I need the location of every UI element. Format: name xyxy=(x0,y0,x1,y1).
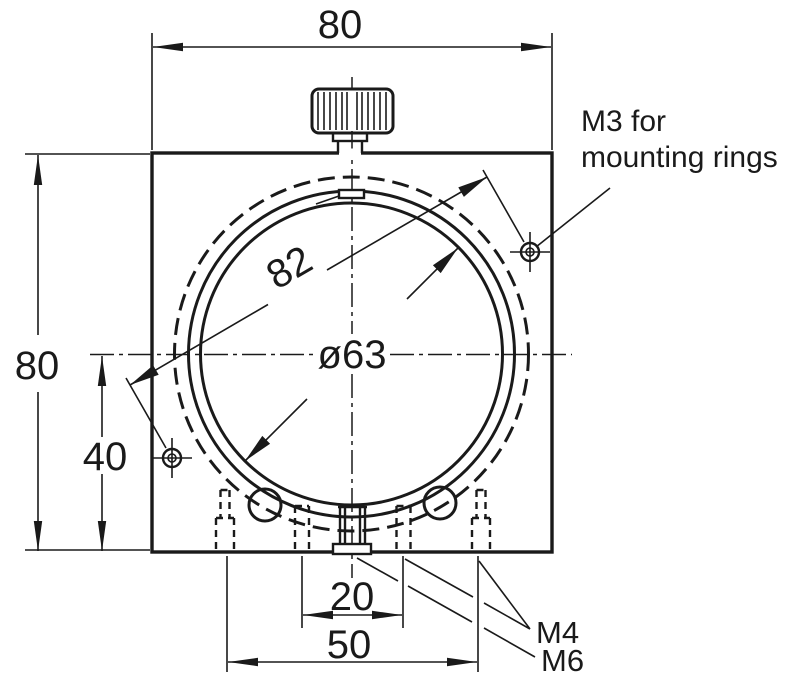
dim-overall-height-text: 80 xyxy=(15,344,60,388)
m3-note-line2: mounting rings xyxy=(581,141,778,174)
clamp-ball-left xyxy=(247,487,283,523)
dim-height-extension-lines xyxy=(25,153,150,551)
dim-mounting-circle-text: 82 xyxy=(259,238,320,298)
dim-inner-spacing-text: 20 xyxy=(330,575,375,619)
m3-hole-symbol-upper-right xyxy=(510,232,550,272)
hidden-hole-m4-outer-left xyxy=(214,488,236,552)
m3-note-line1: M3 for xyxy=(581,105,666,138)
arrowhead xyxy=(153,42,183,52)
dim-width-extension-lines xyxy=(151,33,553,150)
clamp-knob xyxy=(310,87,395,156)
knob-head xyxy=(310,87,395,135)
m6-label-group: M6 xyxy=(356,557,584,678)
top-clamp-pad xyxy=(315,188,366,205)
arrowhead xyxy=(33,521,43,551)
lens-seat-circle-dashed xyxy=(173,175,530,533)
dim-mounting-circle: 82 xyxy=(125,169,525,449)
clamp-ball-right xyxy=(422,485,458,521)
pedestal-stem xyxy=(338,507,367,544)
dim-outer-spacing-text: 50 xyxy=(327,623,372,667)
knob-neck-mask xyxy=(339,148,361,156)
arrowhead xyxy=(432,248,458,274)
hidden-hole-m4-inner-right xyxy=(395,504,412,552)
aperture-bore-circle xyxy=(199,201,504,507)
dim-aperture-text: ø63 xyxy=(318,333,387,377)
arrowhead xyxy=(245,435,271,461)
dim-aperture: ø63 xyxy=(244,247,459,462)
hidden-hole-m4-outer-right xyxy=(470,488,492,552)
arrowhead xyxy=(130,365,159,385)
m3-note: M3 for mounting rings xyxy=(535,105,778,248)
clamp-pad xyxy=(337,188,366,200)
dim-50-extension-lines xyxy=(226,556,479,672)
m6-label: M6 xyxy=(541,643,584,678)
m4-label: M4 xyxy=(536,615,579,650)
dim-82-extension-lines xyxy=(125,169,525,449)
knob-knurling xyxy=(317,92,387,130)
arrowhead xyxy=(458,177,487,197)
bottom-pedestal xyxy=(331,505,373,556)
arrowhead xyxy=(521,42,551,52)
dim-center-to-base: 40 xyxy=(83,356,128,551)
m3-hole-symbol-lower-left xyxy=(152,438,192,478)
dim-center-to-base-text: 40 xyxy=(83,435,128,479)
arrowhead xyxy=(97,356,107,386)
m3-note-leader xyxy=(535,187,611,248)
arrowhead xyxy=(303,610,333,620)
knob-neck xyxy=(336,141,364,153)
dim-overall-width: 80 xyxy=(151,3,553,150)
arrowhead xyxy=(372,610,402,620)
clamp-pad-link-line xyxy=(315,195,340,205)
arrowhead xyxy=(97,521,107,551)
m6-leader xyxy=(356,557,536,658)
dim-overall-height: 80 xyxy=(15,153,150,551)
arrowhead xyxy=(447,657,477,667)
arrowhead xyxy=(228,657,258,667)
dim-inner-spacing: 20 xyxy=(301,556,404,628)
dim-20-extension-lines xyxy=(301,556,404,628)
hidden-hole-m4-inner-left xyxy=(293,504,311,552)
m4-label-group: M4 xyxy=(404,558,579,650)
pedestal-base xyxy=(331,542,373,556)
arrowhead xyxy=(33,155,43,185)
m4-leaders xyxy=(404,558,531,630)
dim-overall-width-text: 80 xyxy=(318,3,363,47)
dim-outer-spacing: 50 xyxy=(226,556,479,672)
